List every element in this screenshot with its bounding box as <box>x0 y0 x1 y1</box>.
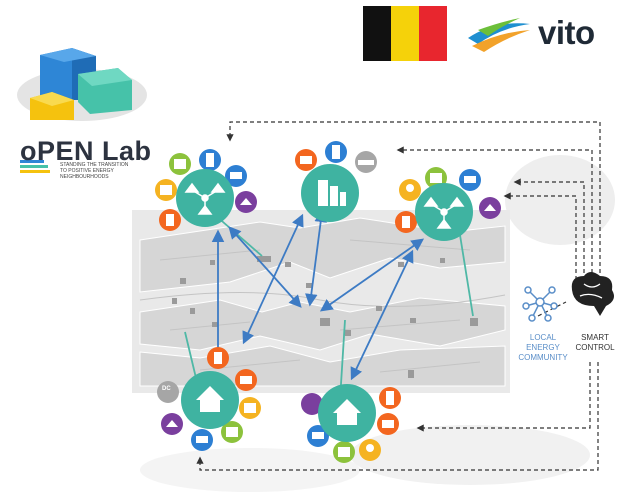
smart-control-label: SMART CONTROL <box>566 333 624 353</box>
battery-icon <box>295 149 317 171</box>
belgium-flag <box>363 6 447 61</box>
solar-panel-icon <box>225 165 247 187</box>
lec-line-2: ENERGY <box>526 343 560 352</box>
lec-line-1: LOCAL <box>529 333 557 342</box>
battery-icon <box>301 393 323 415</box>
washing-machine-icon <box>169 153 191 175</box>
bulb-icon <box>359 439 381 461</box>
hub-house-1 <box>181 371 239 429</box>
solar-panel-icon <box>307 425 329 447</box>
network-icon <box>423 196 465 229</box>
network-icon <box>184 182 226 215</box>
house-icon <box>479 197 501 219</box>
battery-icon <box>395 211 417 233</box>
lec-line-3: COMMUNITY <box>518 353 568 362</box>
solar-panel-icon <box>191 429 213 451</box>
brand-tagline-line-1: STANDING THE TRANSITION <box>60 162 129 168</box>
dc-source-icon <box>157 381 179 403</box>
battery-icon <box>159 209 181 231</box>
dc-label: DC <box>162 386 171 392</box>
battery-icon <box>235 369 257 391</box>
smart-line-1: SMART <box>581 333 609 342</box>
local-energy-community-label: LOCAL ENERGY COMMUNITY <box>510 333 576 363</box>
open-lab-color-bars <box>20 160 50 173</box>
heat-pump-icon <box>239 397 261 419</box>
hub-building <box>301 164 359 222</box>
vito-logo-icon <box>468 18 530 52</box>
brand-name: oPEN Lab <box>20 136 152 166</box>
local-energy-community-icon <box>522 286 558 322</box>
fridge-icon <box>325 141 347 163</box>
house-icon <box>333 399 361 425</box>
building-icon <box>318 180 346 206</box>
house-icon <box>235 191 257 213</box>
energy-exchange-arrows <box>211 209 425 381</box>
bulb-icon <box>399 179 421 201</box>
battery-icon <box>377 413 399 435</box>
car-icon <box>355 151 377 173</box>
battery-icon <box>207 347 229 369</box>
heat-pump-icon <box>155 179 177 201</box>
washing-machine-icon <box>333 441 355 463</box>
fridge-icon <box>379 387 401 409</box>
hub-network-1 <box>176 169 234 227</box>
brand-tagline: STANDING THE TRANSITION TO POSITIVE ENER… <box>60 162 128 180</box>
hub-house-2 <box>318 384 376 442</box>
fridge-icon <box>199 149 221 171</box>
house-icon <box>196 386 224 412</box>
brand-tagline-line-3: NEIGHBOURHOODS <box>60 174 109 180</box>
hub-network-2 <box>415 183 473 241</box>
partner-logo-text: vito <box>538 14 595 51</box>
brain-icon <box>571 272 614 316</box>
brand-tagline-line-2: TO POSITIVE ENERGY <box>60 168 114 174</box>
solar-panel-icon <box>459 169 481 191</box>
open-lab-logo-icon <box>17 48 147 121</box>
device-icons <box>155 141 501 463</box>
smart-line-2: CONTROL <box>575 343 615 352</box>
washing-machine-icon <box>221 421 243 443</box>
house-icon <box>161 413 183 435</box>
